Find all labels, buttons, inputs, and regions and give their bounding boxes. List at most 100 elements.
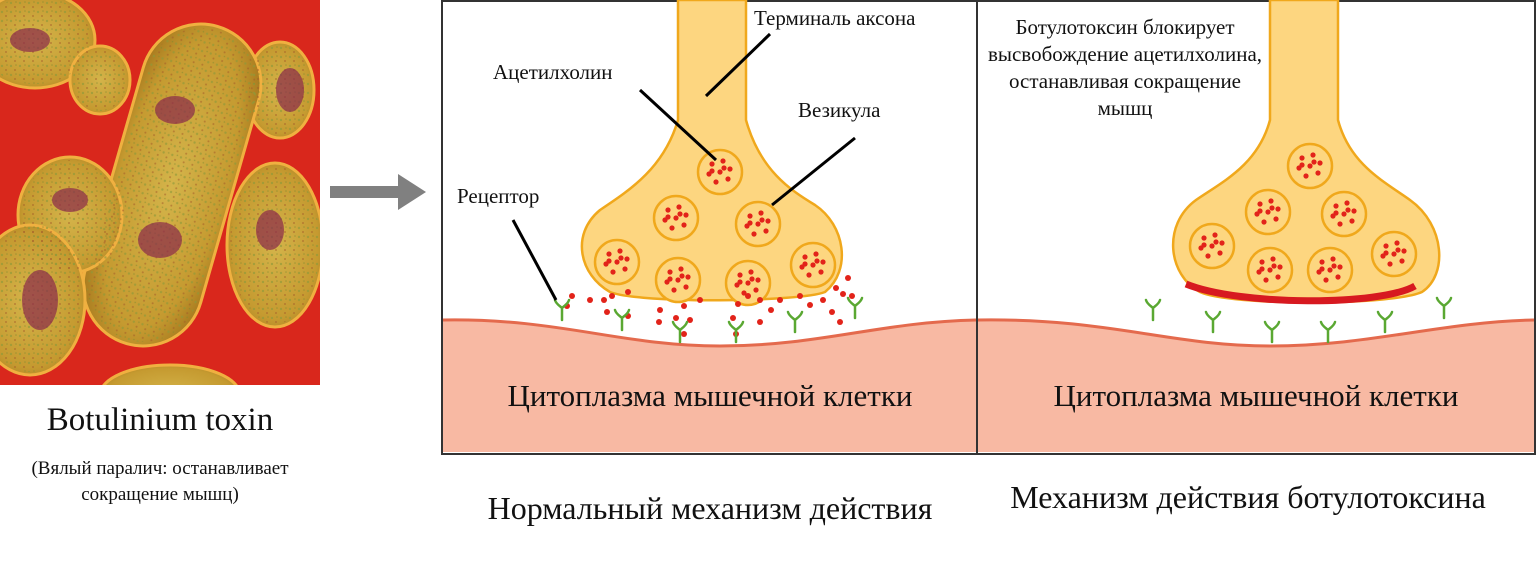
acetylcholine-molecule [1299, 162, 1305, 168]
acetylcholine-molecule [1299, 155, 1305, 161]
acetylcholine-molecule [1335, 274, 1341, 280]
caption-botox-mechanism: Механизм действия ботулотоксина [1010, 479, 1486, 515]
acetylcholine-molecule [1387, 261, 1393, 267]
acetylcholine-molecule [667, 269, 673, 275]
acetylcholine-molecule [673, 215, 679, 221]
acetylcholine-molecule [802, 261, 808, 267]
acetylcholine-molecule [1261, 219, 1267, 225]
acetylcholine-molecule [1201, 235, 1207, 241]
acetylcholine-molecule [1401, 248, 1407, 254]
acetylcholine-molecule [685, 274, 691, 280]
acetylcholine-molecule [587, 297, 593, 303]
acetylcholine-molecule [763, 228, 769, 234]
vesicle [734, 200, 782, 248]
free-acetylcholine [564, 275, 855, 337]
acetylcholine-molecule [1310, 152, 1316, 158]
acetylcholine-molecule [709, 168, 715, 174]
acetylcholine-molecule [727, 166, 733, 172]
acetylcholine-molecule [624, 256, 630, 262]
acetylcholine-molecule [837, 319, 843, 325]
caption-subtitle: (Вялый паралич: останавливает сокращение… [31, 458, 289, 505]
acetylcholine-molecule [697, 297, 703, 303]
label-acetylcholine: Ацетилхолин [493, 60, 613, 84]
acetylcholine-molecule [758, 210, 764, 216]
acetylcholine-molecule [625, 289, 631, 295]
vesicle [696, 148, 744, 196]
acetylcholine-molecule [1213, 239, 1219, 245]
acetylcholine-molecule [737, 272, 743, 278]
acetylcholine-molecule [604, 309, 610, 315]
acetylcholine-molecule [820, 297, 826, 303]
acetylcholine-molecule [617, 248, 623, 254]
acetylcholine-molecule [609, 293, 615, 299]
acetylcholine-molecule [1205, 253, 1211, 259]
acetylcholine-molecule [814, 258, 820, 264]
leader-lines [511, 32, 856, 301]
acetylcholine-molecule [807, 302, 813, 308]
acetylcholine-molecule [813, 251, 819, 257]
acetylcholine-molecule [676, 204, 682, 210]
acetylcholine-molecule [820, 259, 826, 265]
acetylcholine-molecule [614, 259, 620, 265]
muscle-cytoplasm [443, 319, 976, 452]
receptor-icon [1376, 310, 1394, 334]
acetylcholine-molecule [606, 258, 612, 264]
acetylcholine-molecule [751, 231, 757, 237]
acetylcholine-molecule [1345, 207, 1351, 213]
acetylcholine-molecule [1330, 256, 1336, 262]
acetylcholine-molecule [709, 161, 715, 167]
acetylcholine-molecule [667, 276, 673, 282]
acetylcholine-molecule [681, 331, 687, 337]
acetylcholine-molecule [1327, 267, 1333, 273]
acetylcholine-molecule [687, 317, 693, 323]
acetylcholine-molecule [1259, 259, 1265, 265]
vesicle [652, 194, 700, 242]
acetylcholine-molecule [1391, 251, 1397, 257]
acetylcholine-molecule [1212, 232, 1218, 238]
acetylcholine-molecule [606, 251, 612, 257]
acetylcholine-molecule [797, 293, 803, 299]
acetylcholine-molecule [849, 293, 855, 299]
acetylcholine-molecule [755, 277, 761, 283]
acetylcholine-molecule [833, 285, 839, 291]
acetylcholine-molecule [757, 319, 763, 325]
acetylcholine-molecule [1319, 259, 1325, 265]
receptor-icon [1144, 298, 1162, 322]
vesicle [1320, 190, 1368, 238]
label-receptor: Рецептор [457, 184, 540, 208]
acetylcholine-molecule [802, 254, 808, 260]
vesicle [1244, 188, 1292, 236]
acetylcholine-molecule [1399, 258, 1405, 264]
acetylcholine-molecule [665, 207, 671, 213]
acetylcholine-molecule [1257, 201, 1263, 207]
acetylcholine-molecule [1275, 206, 1281, 212]
acetylcholine-molecule [741, 290, 747, 296]
acetylcholine-molecule [713, 179, 719, 185]
acetylcholine-molecule [1319, 266, 1325, 272]
acetylcholine-molecule [737, 279, 743, 285]
receptor-icon [1204, 310, 1222, 334]
receptor-icon [1435, 296, 1453, 320]
acetylcholine-molecule [622, 266, 628, 272]
acetylcholine-molecule [1270, 256, 1276, 262]
acetylcholine-molecule [1219, 240, 1225, 246]
receptor-icon [553, 298, 571, 322]
acetylcholine-molecule [1271, 263, 1277, 269]
label-axon-terminal: Терминаль аксона [754, 6, 916, 30]
muscle-membrane-botox [977, 318, 1535, 348]
acetylcholine-molecule [735, 301, 741, 307]
acetylcholine-molecule [671, 287, 677, 293]
leader-terminal [704, 32, 772, 98]
acetylcholine-molecule [1333, 203, 1339, 209]
acetylcholine-molecule [1323, 277, 1329, 283]
acetylcholine-molecule [657, 307, 663, 313]
receptor-icon [671, 320, 689, 344]
acetylcholine-molecule [725, 176, 731, 182]
acetylcholine-molecule [1269, 205, 1275, 211]
acetylcholine-molecule [679, 273, 685, 279]
acetylcholine-molecule [1273, 216, 1279, 222]
acetylcholine-molecule [1349, 218, 1355, 224]
muscle-membrane [442, 318, 977, 348]
receptor-icon [613, 308, 631, 332]
acetylcholine-molecule [1209, 243, 1215, 249]
